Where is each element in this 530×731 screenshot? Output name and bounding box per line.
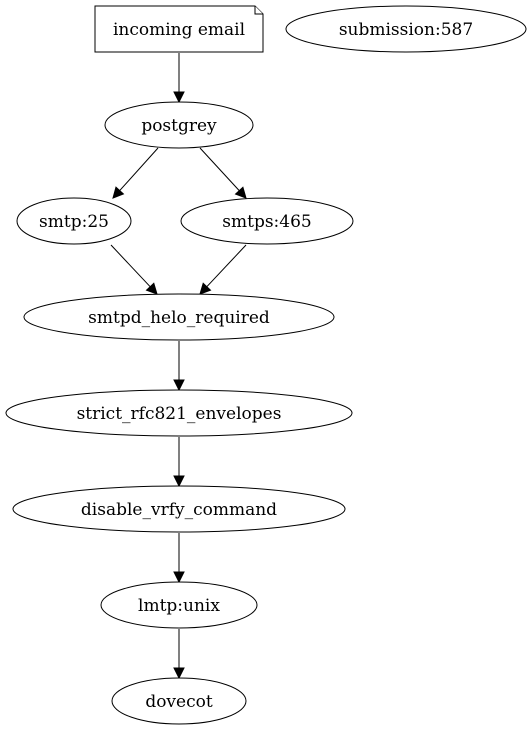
node-submission: submission:587 bbox=[285, 5, 527, 53]
arrowhead-icon bbox=[173, 667, 185, 680]
edge-postgrey-to-smtps bbox=[199, 147, 247, 199]
node-label: dovecot bbox=[145, 692, 213, 712]
node-incoming-email: incoming email bbox=[94, 5, 264, 53]
edge-line bbox=[110, 244, 151, 288]
node-label: disable_vrfy_command bbox=[81, 500, 277, 520]
edge-rfc821-to-vrfy bbox=[173, 437, 185, 488]
ellipse-shape bbox=[104, 101, 254, 149]
node-label: smtps:465 bbox=[222, 212, 311, 232]
ellipse-shape bbox=[180, 197, 354, 245]
edges-layer bbox=[110, 53, 247, 680]
ellipse-shape bbox=[12, 485, 346, 533]
edge-helo-to-rfc821 bbox=[173, 341, 185, 392]
node-label: smtpd_helo_required bbox=[88, 308, 270, 328]
edge-postgrey-to-smtp bbox=[112, 147, 159, 199]
node-label: incoming email bbox=[113, 20, 245, 40]
edge-smtps-to-helo bbox=[199, 244, 247, 295]
node-dovecot: dovecot bbox=[111, 677, 247, 725]
edge-lmtp-to-dovecot bbox=[173, 629, 185, 680]
edge-smtp-to-helo bbox=[110, 244, 158, 295]
node-label: smtp:25 bbox=[39, 212, 109, 232]
arrowhead-icon bbox=[173, 91, 185, 104]
ellipse-shape bbox=[16, 197, 132, 245]
arrowhead-icon bbox=[199, 282, 212, 295]
arrowhead-icon bbox=[145, 282, 158, 295]
ellipse-shape bbox=[100, 581, 258, 629]
edge-line bbox=[199, 147, 240, 191]
node-label: strict_rfc821_envelopes bbox=[77, 404, 282, 424]
edge-incoming_email-to-postgrey bbox=[173, 53, 185, 104]
node-label: submission:587 bbox=[339, 20, 473, 40]
nodes-layer: incoming email submission:587 postgrey smtp… bbox=[5, 5, 527, 725]
node-smtp: smtp:25 bbox=[16, 197, 132, 245]
node-lmtp: lmtp:unix bbox=[100, 581, 258, 629]
ellipse-shape bbox=[23, 293, 335, 341]
edge-line bbox=[206, 244, 247, 288]
node-postgrey: postgrey bbox=[104, 101, 254, 149]
node-helo: smtpd_helo_required bbox=[23, 293, 335, 341]
note-fold-icon bbox=[254, 6, 263, 15]
arrowhead-icon bbox=[173, 571, 185, 584]
node-label: lmtp:unix bbox=[138, 596, 220, 616]
node-rfc821: strict_rfc821_envelopes bbox=[5, 389, 353, 437]
edge-line bbox=[119, 147, 159, 191]
arrowhead-icon bbox=[173, 379, 185, 392]
ellipse-shape bbox=[5, 389, 353, 437]
arrowhead-icon bbox=[234, 186, 247, 199]
arrowhead-icon bbox=[173, 475, 185, 488]
note-shape bbox=[94, 5, 264, 53]
edge-vrfy-to-lmtp bbox=[173, 533, 185, 584]
node-smtps: smtps:465 bbox=[180, 197, 354, 245]
ellipse-shape bbox=[285, 5, 527, 53]
node-label: postgrey bbox=[141, 116, 217, 136]
node-vrfy: disable_vrfy_command bbox=[12, 485, 346, 533]
arrowhead-icon bbox=[112, 186, 125, 199]
ellipse-shape bbox=[111, 677, 247, 725]
